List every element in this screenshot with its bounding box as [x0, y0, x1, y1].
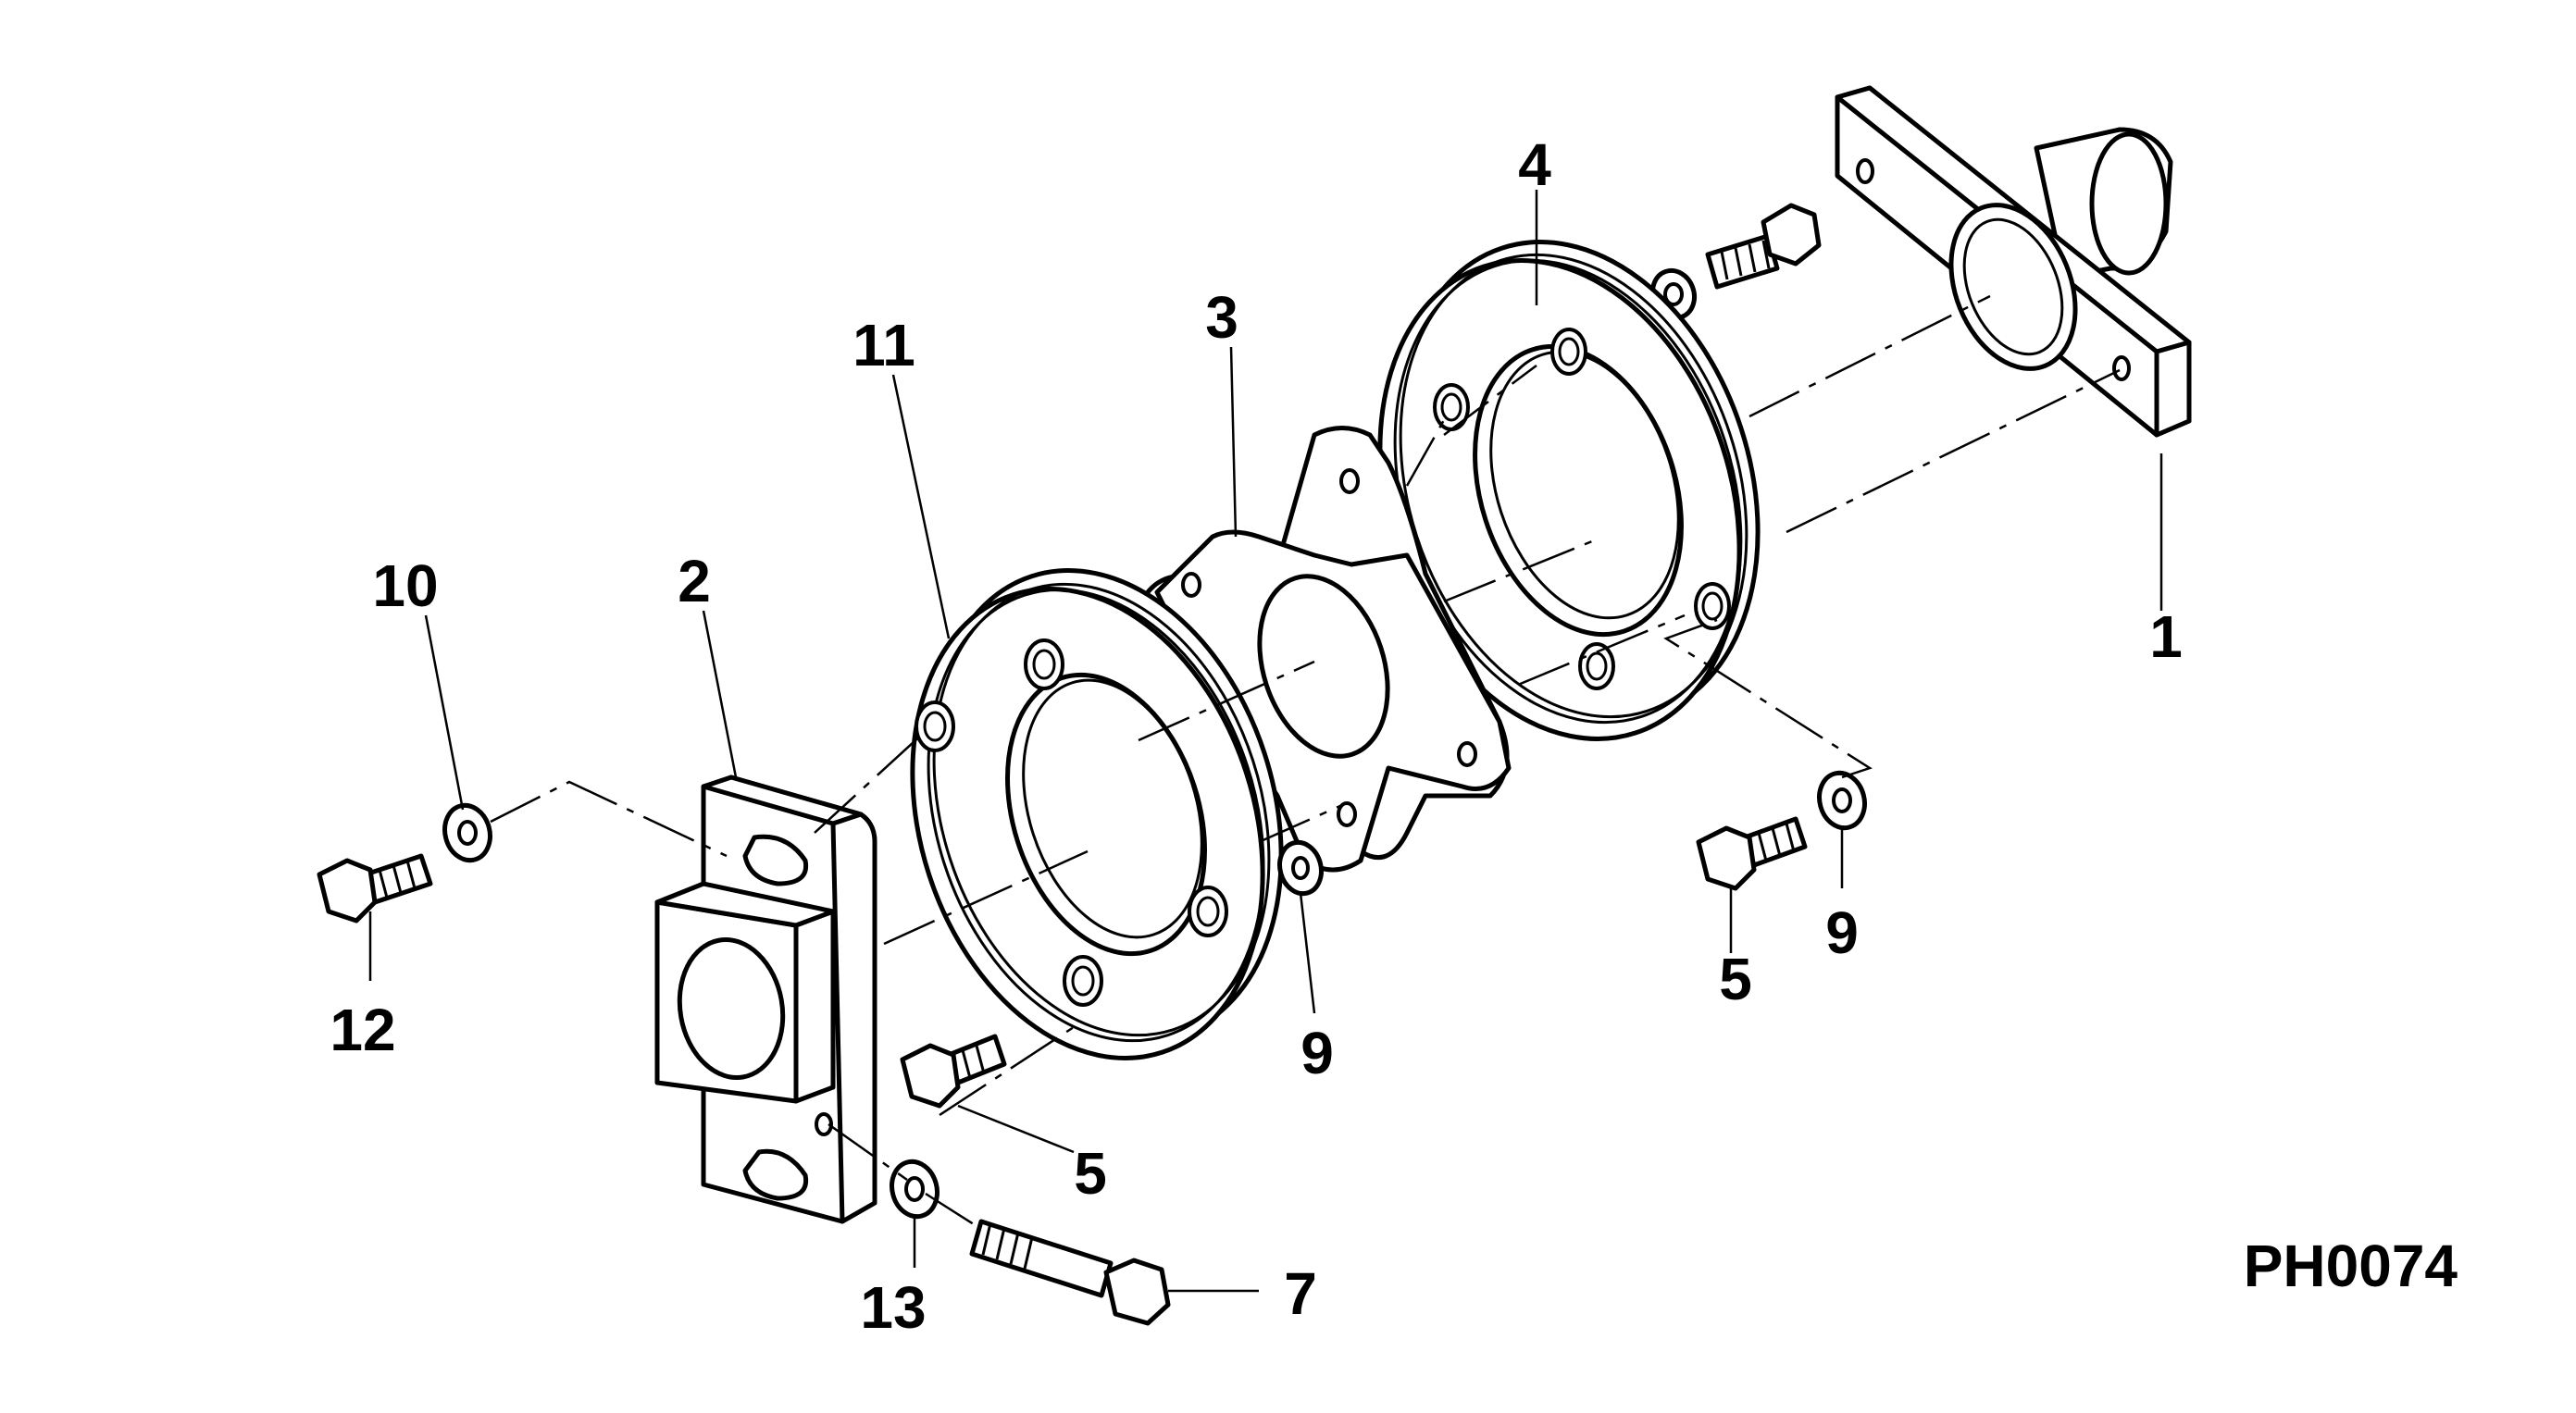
callout-3: 3: [1205, 284, 1238, 351]
washer-13: [890, 1159, 940, 1220]
figure-code: PH0074: [2244, 1233, 2458, 1299]
callout-5-right: 5: [1719, 946, 1752, 1012]
bolt-7: [969, 1219, 1171, 1326]
washer-10: [442, 802, 492, 863]
part-3-diamond-flange: [1143, 426, 1512, 873]
callout-12: 12: [330, 997, 395, 1063]
callout-13: 13: [860, 1274, 926, 1341]
part-2-clamp-block: [654, 775, 877, 1224]
callout-9-right: 9: [1825, 899, 1859, 966]
callout-4: 4: [1518, 131, 1551, 198]
assembly-lines: [490, 294, 2121, 1228]
washer-9-right: [1817, 770, 1867, 831]
bolt-12: [317, 853, 433, 923]
part-4-flange-ring: [1377, 240, 1761, 741]
part-11-flange-ring: [910, 568, 1284, 1060]
callout-2: 2: [678, 548, 711, 614]
part-1-mounting-flange: [1835, 85, 2192, 438]
callout-1: 1: [2149, 603, 2183, 670]
leader-lines: [368, 190, 2163, 1293]
callout-7: 7: [1284, 1260, 1317, 1327]
bolt-5-left: [900, 1034, 1007, 1109]
bolt-upper: [1705, 203, 1822, 290]
bolt-5-right: [1696, 816, 1808, 891]
callout-10: 10: [372, 552, 438, 619]
callout-9-middle: 9: [1300, 1020, 1334, 1086]
washer-9-middle: [1277, 839, 1324, 897]
callout-11: 11: [852, 312, 915, 378]
callout-5-left: 5: [1074, 1140, 1107, 1207]
